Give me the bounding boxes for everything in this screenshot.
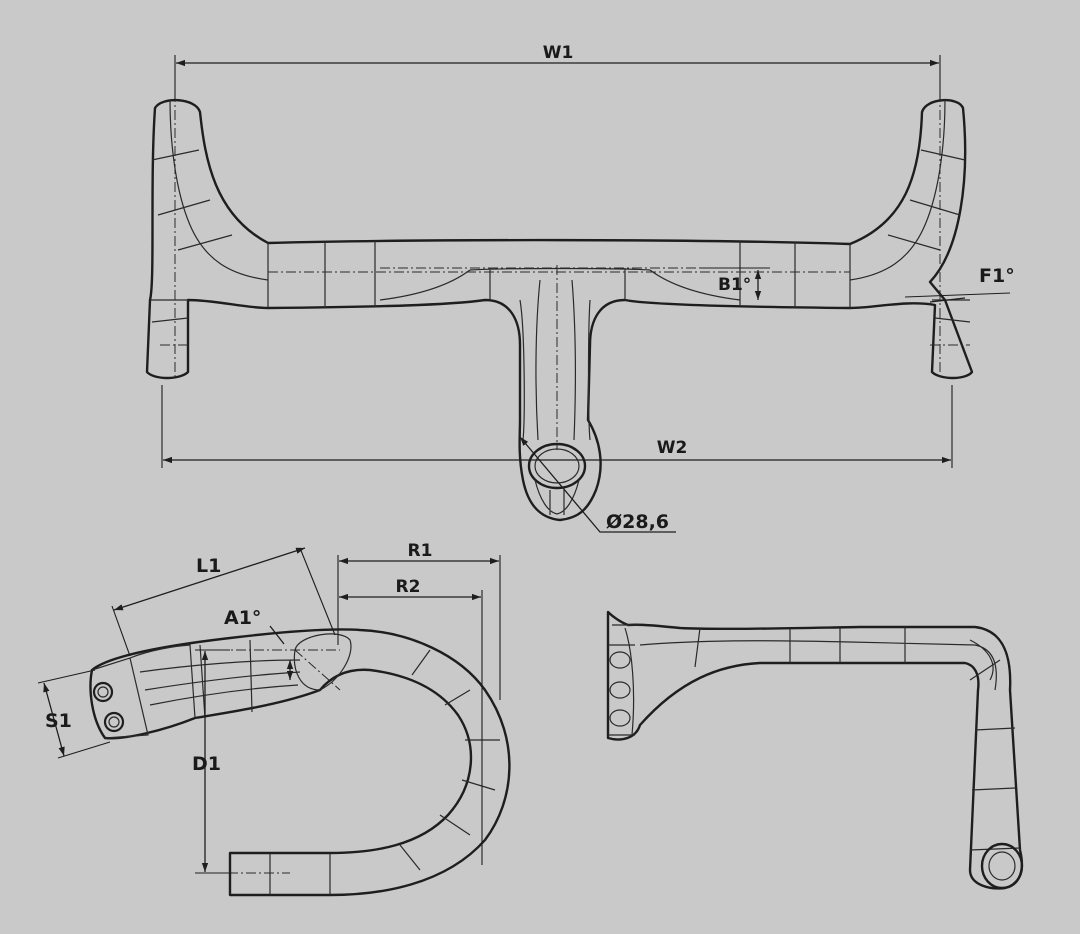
front-view (145, 92, 974, 522)
side-stem-contours (139, 633, 352, 719)
side-centerlines (200, 649, 341, 874)
top-view-bar-end (980, 842, 1024, 890)
r2-dimension: R2 (339, 577, 483, 865)
w1-dimension: W1 (174, 43, 941, 100)
w2-dimension: W2 (161, 385, 953, 468)
top-view-contours (612, 624, 1021, 851)
front-segment-lines (151, 149, 971, 323)
top-bolt-2 (609, 681, 631, 699)
side-view-outline (89, 628, 511, 897)
s1-dimension: S1 (37, 669, 111, 759)
stem-contour (379, 267, 741, 441)
a1-dimension: A1° (224, 607, 294, 680)
l1-label: L1 (196, 555, 221, 577)
left-drop-inner (169, 99, 269, 281)
diameter-label: Ø28,6 (606, 511, 669, 533)
w1-label: W1 (543, 43, 574, 63)
top-bolt-3 (609, 709, 631, 727)
side-clamp-face (91, 644, 196, 739)
b1-label: B1° (718, 275, 751, 295)
top-view (606, 610, 1024, 890)
clamp-lower-lines (534, 479, 580, 515)
top-bolt-1 (609, 651, 631, 669)
w2-label: W2 (657, 438, 688, 458)
d1-label: D1 (192, 753, 221, 775)
r1-dimension: R1 (337, 541, 501, 700)
side-view (89, 628, 511, 897)
top-view-outline (606, 610, 1024, 890)
diameter-callout: Ø28,6 (519, 436, 676, 533)
a1-label: A1° (224, 607, 261, 629)
steerer-clamp-inner (534, 448, 580, 484)
b1-dimension: B1° (700, 267, 770, 300)
bolt-hole-bottom (103, 711, 125, 733)
l1-dimension: L1 (111, 547, 336, 657)
front-view-outline (145, 99, 974, 522)
bolt-hole-top (92, 681, 114, 703)
f1-dimension: F1° (904, 265, 1015, 303)
r1-label: R1 (408, 541, 433, 561)
f1-label: F1° (979, 265, 1015, 287)
d1-dimension: D1 (192, 649, 232, 874)
r2-label: R2 (396, 577, 421, 597)
right-drop-inner (849, 99, 946, 281)
s1-label: S1 (45, 710, 72, 732)
front-centerlines (160, 92, 970, 450)
steerer-clamp-ellipse (527, 442, 587, 490)
